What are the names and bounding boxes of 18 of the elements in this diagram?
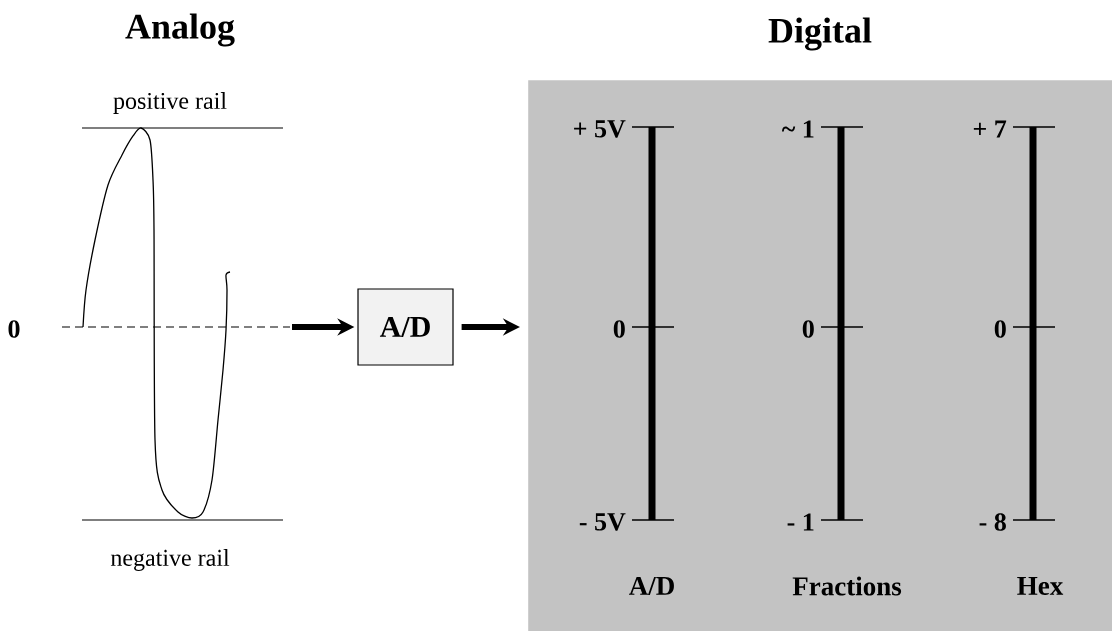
scale-label: - 5V (579, 513, 626, 531)
scale-label: + 7 (973, 120, 1007, 138)
scale-title: Fractions (792, 576, 902, 596)
scale-label: - 8 (979, 513, 1006, 531)
heading: Analog (125, 13, 235, 47)
scale-label: 0 (994, 320, 1006, 338)
rail-label: positive rail (113, 92, 227, 114)
scale-label: - 1 (787, 513, 814, 531)
rail-label: negative rail (110, 549, 230, 571)
scale-label: ~ 1 (782, 120, 814, 138)
axis-label: 0 (8, 320, 20, 338)
process-box: A/D (357, 288, 454, 366)
scale-label: 0 (613, 320, 625, 338)
scale-label: 0 (802, 320, 814, 338)
scale-title: Hex (1017, 577, 1064, 595)
node-label: Digital (768, 17, 872, 51)
scale-title: A/D (629, 576, 674, 596)
scale-label: + 5V (574, 120, 626, 138)
